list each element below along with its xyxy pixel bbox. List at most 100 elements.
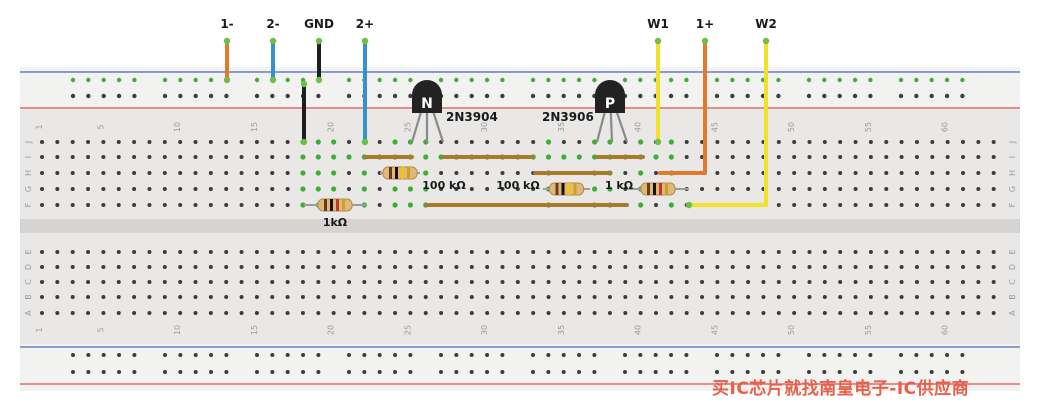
- hole: [116, 155, 121, 159]
- wire-end: [300, 80, 308, 88]
- hole: [392, 186, 398, 192]
- hole: [654, 203, 658, 207]
- hole: [792, 265, 797, 269]
- hole: [853, 140, 858, 144]
- hole: [132, 187, 137, 191]
- hole: [884, 171, 889, 175]
- rail-hole: [546, 93, 551, 99]
- hole: [285, 171, 290, 175]
- rail-hole: [653, 370, 658, 374]
- hole: [116, 187, 121, 191]
- hole: [746, 311, 751, 315]
- hole: [55, 187, 60, 191]
- hole: [300, 154, 306, 160]
- hole: [930, 187, 935, 191]
- hole: [423, 186, 429, 192]
- hole: [347, 187, 351, 191]
- hole: [577, 280, 582, 284]
- hole: [193, 295, 198, 299]
- hole: [208, 280, 213, 284]
- hole: [515, 265, 520, 269]
- hole: [868, 187, 873, 191]
- row-letter: D: [24, 264, 33, 270]
- rail-hole: [254, 77, 260, 83]
- hole: [116, 265, 121, 269]
- hole: [407, 202, 413, 208]
- hole: [807, 203, 812, 207]
- hole: [40, 140, 44, 144]
- hole: [347, 265, 351, 269]
- hole: [224, 265, 229, 269]
- rail-hole: [853, 370, 858, 374]
- rail-hole: [193, 77, 198, 83]
- hole: [101, 295, 106, 299]
- rail-hole: [638, 77, 643, 83]
- hole: [40, 311, 44, 315]
- row-letter: A: [24, 310, 33, 316]
- transistor-body: [412, 80, 442, 113]
- hole: [914, 250, 919, 254]
- hole: [439, 171, 444, 175]
- resistor-label-100k-p: 100 kΩ: [496, 179, 540, 192]
- transistor-leg: [615, 111, 629, 143]
- rail-hole: [577, 353, 582, 357]
- hole: [684, 265, 689, 269]
- hole: [361, 170, 367, 176]
- rail-hole: [745, 370, 750, 374]
- hole: [270, 311, 275, 315]
- rail-hole: [899, 353, 903, 357]
- rail-hole: [868, 93, 873, 99]
- row-letter: A: [1008, 310, 1017, 316]
- rail-hole: [209, 353, 214, 357]
- hole: [315, 139, 321, 145]
- hole: [40, 155, 44, 159]
- row-letter: J: [24, 141, 33, 144]
- hole: [761, 295, 766, 299]
- hole: [884, 187, 889, 191]
- hole: [423, 170, 429, 176]
- hole: [607, 265, 612, 269]
- rail-hole: [408, 353, 413, 357]
- rail-hole: [71, 353, 75, 357]
- hole: [162, 171, 167, 175]
- hole: [930, 155, 935, 159]
- hole: [70, 187, 75, 191]
- hole: [853, 295, 858, 299]
- hole: [162, 311, 167, 315]
- row-letter: H: [24, 170, 33, 176]
- hole: [469, 187, 474, 191]
- hole: [515, 171, 520, 175]
- hole: [377, 280, 382, 284]
- hole: [393, 280, 398, 284]
- column-number-bottom: 50: [787, 325, 796, 335]
- rail-hole: [178, 353, 183, 357]
- hole: [70, 265, 75, 269]
- hole: [807, 155, 812, 159]
- rail-hole: [454, 370, 459, 374]
- rail-hole: [224, 353, 229, 357]
- hole: [224, 155, 229, 159]
- hole: [976, 295, 981, 299]
- rail-hole: [439, 370, 443, 374]
- hole: [838, 280, 843, 284]
- hole: [300, 202, 306, 208]
- hole: [961, 265, 965, 269]
- hole: [945, 171, 950, 175]
- pnp-part-label: 2N3906: [542, 110, 594, 124]
- row-letter: C: [24, 279, 33, 285]
- hole: [838, 265, 843, 269]
- hole: [178, 250, 183, 254]
- hole: [116, 140, 121, 144]
- hole: [914, 280, 919, 284]
- hole: [577, 311, 582, 315]
- hole: [454, 171, 459, 175]
- rail-hole: [822, 353, 827, 357]
- hole: [776, 171, 781, 175]
- hole: [132, 265, 137, 269]
- hole: [377, 265, 382, 269]
- rail-hole: [592, 370, 597, 374]
- hole: [945, 295, 950, 299]
- hole: [991, 203, 996, 207]
- hole: [70, 250, 75, 254]
- rail-hole: [684, 93, 689, 99]
